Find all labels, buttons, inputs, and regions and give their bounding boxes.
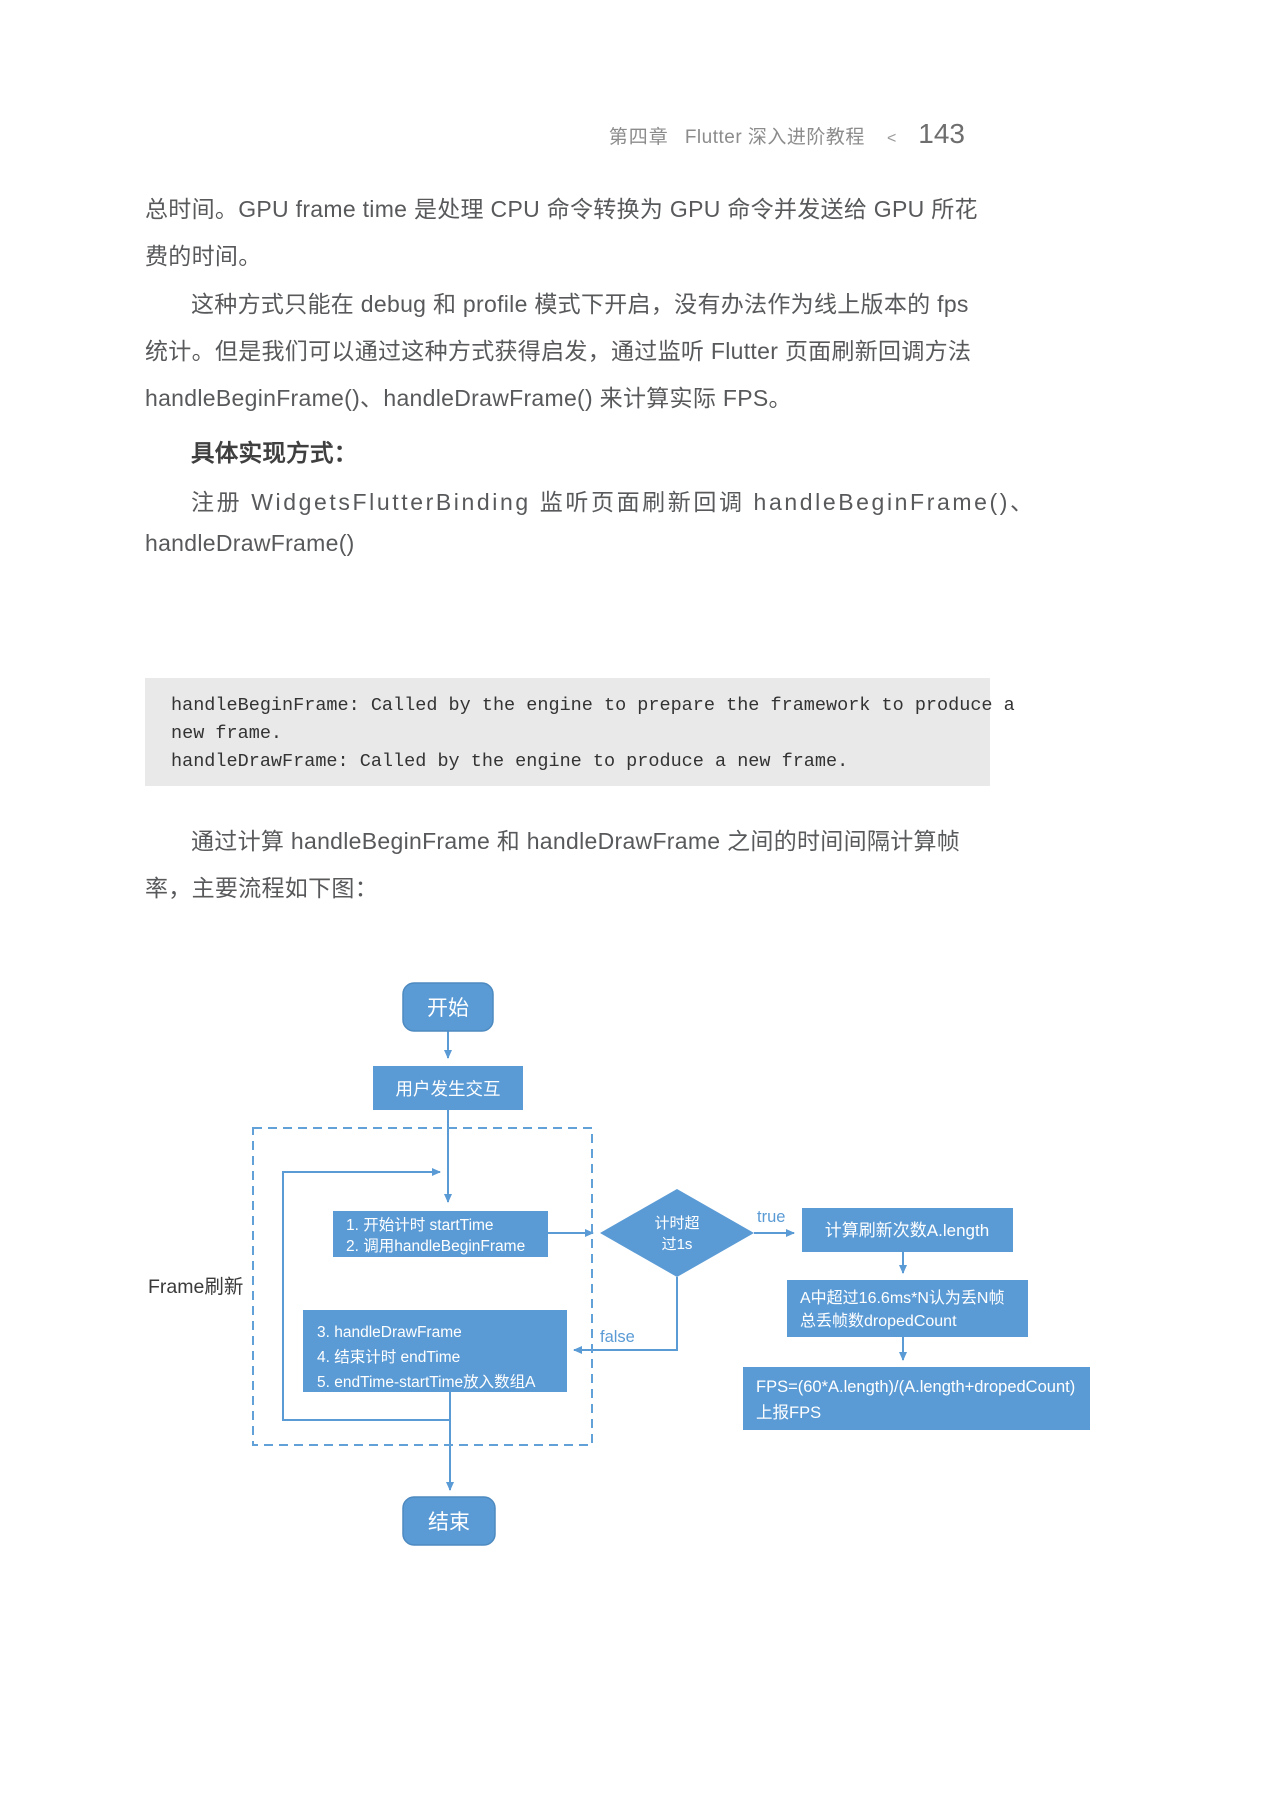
- paragraph-line: handleDrawFrame(): [145, 530, 355, 556]
- paragraph-line: 注册 WidgetsFlutterBinding 监听页面刷新回调 handle…: [191, 489, 1036, 515]
- code-block: handleBeginFrame: Called by the engine t…: [145, 678, 1015, 786]
- timer-decision-diamond: 计时超 过1s: [600, 1189, 754, 1277]
- start-node: 开始: [402, 982, 494, 1032]
- header-separator: <: [886, 130, 897, 147]
- fps-line2: 上报FPS: [756, 1403, 821, 1422]
- paragraph-line: 这种方式只能在 debug 和 profile 模式下开启，没有办法作为线上版本…: [191, 291, 969, 317]
- calc-length-label: 计算刷新次数A.length: [825, 1221, 989, 1240]
- false-branch-label: false: [600, 1328, 635, 1346]
- paragraph-line: 通过计算 handleBeginFrame 和 handleDrawFrame …: [191, 828, 961, 854]
- frame-refresh-label: Frame刷新: [148, 1276, 243, 1298]
- paragraph-line: 统计。但是我们可以通过这种方式获得启发，通过监听 Flutter 页面刷新回调方…: [145, 338, 972, 364]
- draw-frame-step-node: 3. handleDrawFrame 4. 结束计时 endTime 5. en…: [303, 1310, 567, 1392]
- user-interaction-label: 用户发生交互: [396, 1079, 501, 1099]
- chapter-title: Flutter 深入进阶教程: [684, 127, 865, 148]
- arrow-false-to-step345: [573, 1277, 678, 1354]
- step345-line1: 3. handleDrawFrame: [317, 1324, 462, 1341]
- paragraph-line: 费的时间。: [145, 243, 262, 269]
- section-heading: 具体实现方式：: [191, 440, 358, 466]
- code-line: handleBeginFrame: Called by the engine t…: [171, 695, 1015, 716]
- calc-length-node: 计算刷新次数A.length: [802, 1208, 1013, 1252]
- dropped-line2: 总丢帧数dropedCount: [800, 1312, 957, 1330]
- paragraph-line: handleBeginFrame()、handleDrawFrame() 来计算…: [145, 385, 792, 411]
- true-branch-label: true: [757, 1208, 785, 1226]
- code-line: handleDrawFrame: Called by the engine to…: [171, 751, 849, 772]
- begin-frame-step-node: 1. 开始计时 startTime 2. 调用handleBeginFrame: [333, 1211, 548, 1257]
- fps-line1: FPS=(60*A.length)/(A.length+dropedCount): [756, 1378, 1075, 1396]
- start-label: 开始: [427, 997, 469, 1020]
- decision-line2: 过1s: [662, 1236, 693, 1253]
- user-interaction-node: 用户发生交互: [373, 1066, 523, 1110]
- dropped-count-node: A中超过16.6ms*N认为丢N帧 总丢帧数dropedCount: [787, 1280, 1028, 1337]
- decision-line1: 计时超: [654, 1215, 699, 1232]
- chapter-label: 第四章: [608, 127, 669, 148]
- arrow-loop-back: [282, 1168, 450, 1421]
- step12-line1: 1. 开始计时 startTime: [346, 1216, 494, 1234]
- fps-report-node: FPS=(60*A.length)/(A.length+dropedCount)…: [743, 1367, 1090, 1430]
- page-number: 143: [918, 118, 965, 149]
- end-label: 结束: [428, 1511, 470, 1534]
- paragraph-line: 率，主要流程如下图：: [145, 875, 378, 901]
- code-line: new frame.: [171, 723, 283, 744]
- end-node: 结束: [402, 1496, 496, 1546]
- page-header: 第四章 Flutter 深入进阶教程 < 143: [145, 118, 965, 150]
- frame-refresh-region: [252, 1127, 593, 1446]
- paragraph-line: 总时间。GPU frame time 是处理 CPU 命令转换为 GPU 命令并…: [145, 196, 978, 222]
- dropped-line1: A中超过16.6ms*N认为丢N帧: [800, 1289, 1004, 1307]
- step345-line2: 4. 结束计时 endTime: [317, 1348, 460, 1366]
- step345-line3: 5. endTime-startTime放入数组A: [317, 1373, 536, 1391]
- step12-line2: 2. 调用handleBeginFrame: [346, 1237, 525, 1255]
